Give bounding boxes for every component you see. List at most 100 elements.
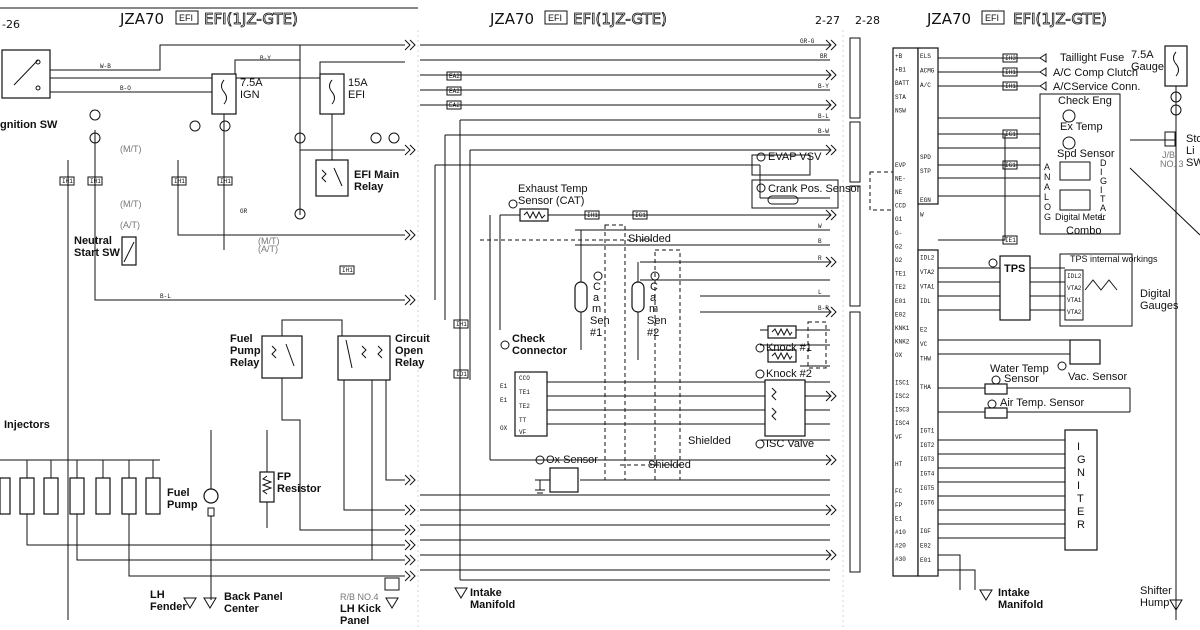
svg-text:IG1: IG1 xyxy=(1005,162,1016,169)
cam-sensor-2: C a m Sen #2 xyxy=(631,271,667,339)
intake-manifold-l2: Manifold xyxy=(470,599,515,611)
combo-label: Combo xyxy=(1066,225,1101,237)
intake-manifold-l1: Intake xyxy=(470,587,502,599)
analog-letter: G xyxy=(1044,212,1051,222)
shifter-hump-l1: Shifter xyxy=(1140,585,1172,597)
knock-sensors: Knock #1 Knock #2 xyxy=(755,321,827,380)
ign-fuse-rating: 7.5A xyxy=(240,77,263,89)
ecu-pin-left: ISC2 xyxy=(895,393,910,400)
ecu-pin-right: E2 xyxy=(920,327,928,334)
right-panel: +B+B1BATTSTANSWEVPNE-NECCDG1G-G2G2TE1TE2… xyxy=(849,37,1200,620)
isc-valve-label: ISC Valve xyxy=(766,438,814,450)
at-label-1: (A/T) xyxy=(120,220,140,230)
svg-text:IH1: IH1 xyxy=(1005,83,1016,90)
ecu-pin-left: KNK2 xyxy=(895,339,910,346)
ecu-pin-left: TE1 xyxy=(895,271,906,278)
efi-main-relay: EFI Main Relay xyxy=(315,159,400,197)
efi-fuse: 15A EFI xyxy=(319,73,368,115)
page-separators xyxy=(417,30,844,630)
ecu-pin-left: #20 xyxy=(895,543,906,550)
ecu-pin-left: ISC4 xyxy=(895,420,910,427)
ecu-pin-right: IGT5 xyxy=(920,485,935,492)
svg-text:TT: TT xyxy=(519,417,527,424)
digital-letter: G xyxy=(1100,176,1107,186)
isc-valve: ISC Valve xyxy=(755,379,814,450)
ecu-pin-left: +B xyxy=(895,53,903,60)
ecu-pin-left: FC xyxy=(895,488,903,495)
taillight-fuse-label: Taillight Fuse xyxy=(1060,52,1124,64)
ecu-pin-right: VTA1 xyxy=(920,283,935,290)
svg-text:IE1: IE1 xyxy=(1005,237,1016,244)
digital-letter: A xyxy=(1100,203,1106,213)
gauge-fuse-rating: 7.5A xyxy=(1131,49,1154,61)
digital-letter: L xyxy=(1100,212,1105,222)
svg-text:IG1: IG1 xyxy=(635,212,646,219)
wire-color-gr: GR xyxy=(240,208,248,215)
wire-color-bo: B-O xyxy=(120,85,131,92)
analog-letter: N xyxy=(1044,172,1051,182)
svg-text:OX: OX xyxy=(500,425,508,432)
ecu-connector-strip xyxy=(849,37,894,573)
fuel-pump-relay-l3: Relay xyxy=(230,357,260,369)
intake-manifold-ground-1: Intake Manifold xyxy=(454,587,515,611)
svg-text:CCO: CCO xyxy=(519,375,530,382)
igniter-letter: N xyxy=(1077,467,1085,479)
tps: TPS TPS internal workings IDL2 VTA2 VTA1… xyxy=(938,253,1179,327)
cam2-sen: Sen xyxy=(647,315,667,327)
connectors-middle: EA2 EA2 EA2 IH1 IG1 IH1 ID1 xyxy=(446,71,648,379)
digital-gauges-l1: Digital xyxy=(1140,288,1171,300)
shifter-hump-ground: Shifter Hump xyxy=(1140,585,1183,611)
ecu-pin-right: VTA2 xyxy=(920,269,935,276)
svg-text:B-W: B-W xyxy=(818,128,829,135)
ecu-pin-left: NE- xyxy=(895,175,906,182)
ecu-pin-right: STP xyxy=(920,168,931,175)
svg-text:B-L: B-L xyxy=(818,113,829,120)
svg-text:ID1: ID1 xyxy=(456,371,467,378)
temp-sensors: Water Temp Sensor Air Temp. Sensor xyxy=(938,363,1131,419)
ecu-pin-right: ELS xyxy=(920,53,931,60)
igniter-letter: R xyxy=(1077,519,1085,531)
ecu-left-block xyxy=(892,47,919,577)
svg-text:IH1: IH1 xyxy=(174,178,185,185)
efi-fuse-rating: 15A xyxy=(348,77,368,89)
igniter-letter: I xyxy=(1077,480,1080,492)
stop-sw-l2: Li xyxy=(1186,145,1195,157)
svg-text:IH3: IH3 xyxy=(1005,55,1016,62)
jb-no3-l1: J/B xyxy=(1162,150,1175,160)
ecu-right-block-upper xyxy=(917,47,939,205)
digital-letter: D xyxy=(1100,158,1107,168)
fp-resistor-l2: Resistor xyxy=(277,483,322,495)
ecu-pin-right: SPD xyxy=(920,154,931,161)
ign-fuse: 7.5A IGN xyxy=(211,73,263,115)
efi-main-relay-l2: Relay xyxy=(354,181,384,193)
injectors: Injectors xyxy=(0,419,405,577)
cam-sensor-1: C a m Sen #1 xyxy=(574,271,610,339)
digital-meter-label: Digital Meter xyxy=(1055,212,1106,222)
ex-temp-label: Ex Temp xyxy=(1060,121,1103,133)
ecu-pin-left: ISC1 xyxy=(895,379,910,386)
analog-letter: L xyxy=(1044,192,1049,202)
analog-letter: A xyxy=(1044,162,1050,172)
ecu-pin-right: IGT1 xyxy=(920,427,935,434)
ecu-pin-left: HT xyxy=(895,461,903,468)
ecu-right-block-lower xyxy=(917,249,939,577)
ecu-pin-right: E02 xyxy=(920,543,931,550)
wire-color-bw: W-B xyxy=(100,63,111,70)
fuel-pump-l1: Fuel xyxy=(167,487,190,499)
header-left: -26 JZA70 EFI EFI(1JZ-GTE) xyxy=(0,7,418,31)
fuel-pump-relay: Fuel Pump Relay xyxy=(230,333,303,379)
ecu-pin-right: IGT4 xyxy=(920,471,935,478)
header-right: 2-28 JZA70 EFI EFI(1JZ-GTE) xyxy=(855,10,1107,29)
crank-pos-label: Crank Pos. Sensor xyxy=(768,183,861,195)
back-panel-l1: Back Panel xyxy=(224,591,283,603)
circuit-open-relay-l1: Circuit xyxy=(395,333,430,345)
ecu-pin-left: +B1 xyxy=(895,67,906,74)
crank-pos-sensor: Crank Pos. Sensor xyxy=(751,179,861,209)
intake-manifold-ground-2: Intake Manifold xyxy=(979,587,1043,611)
ecu-pin-right: IGT3 xyxy=(920,456,935,463)
evap-vsv: EVAP VSV xyxy=(751,151,822,176)
circuit-open-relay-l3: Relay xyxy=(395,357,425,369)
svg-text:B: B xyxy=(818,238,822,245)
shielded-label-2: Shielded xyxy=(688,435,731,447)
